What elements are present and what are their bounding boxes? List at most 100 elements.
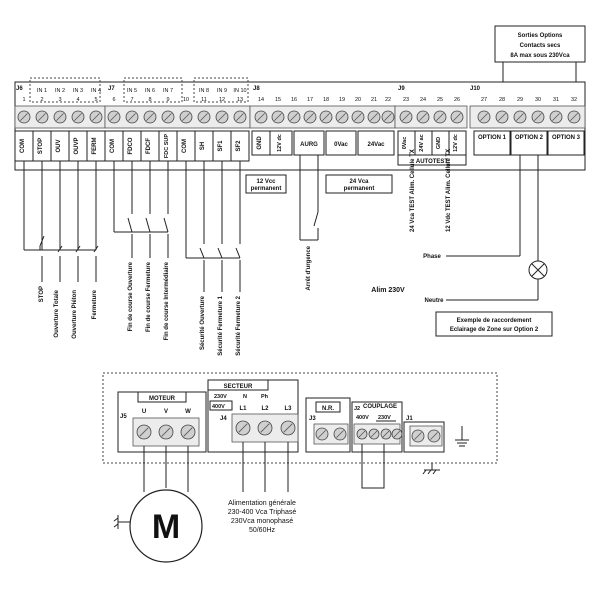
label-ouverture-totale: Ouverture Totale: [54, 289, 60, 337]
pin-number: 14: [258, 97, 264, 103]
j7-fdc-wiring: Fin de course Ouverture Fin de course Fe…: [113, 161, 170, 340]
power-12v-label-a: 12 Vcc: [256, 179, 276, 185]
pin-number: 12: [219, 97, 225, 103]
couplage-230v: 230V: [378, 415, 391, 421]
j7-label-sh: SH: [200, 142, 206, 150]
secteur-230v: 230V: [214, 394, 227, 400]
j8-label-24vac: 24Vac: [367, 142, 385, 148]
connector-j10: J10 OPTION 1 OPTION 2 OPTION 3: [469, 86, 586, 156]
secteur-block: SECTEUR 230V N Ph 400V L1 L2 L3 J4: [207, 379, 299, 453]
motor-symbol: M: [152, 508, 180, 546]
chassis-ground-icon: [422, 463, 440, 475]
arret-urgence-wiring: Arrêt d'urgence: [299, 155, 319, 290]
j8-id: J8: [253, 86, 260, 92]
pin-number: 21: [371, 97, 377, 103]
j6-label-ouv: OUV: [56, 139, 62, 152]
power-12v-label-b: permanent: [251, 186, 282, 192]
j8-screws: [254, 110, 395, 124]
j8-label-0vac: 0Vac: [334, 142, 348, 148]
j9-terminal-block: [394, 105, 468, 129]
j9-screws: [399, 110, 464, 124]
in-label: IN 6: [145, 88, 155, 94]
j7-labels: COM FDCO FDCF FDC SUP COM SH SF1 SF2: [104, 130, 250, 162]
moteur-block: MOTEUR J5 U V W: [117, 391, 207, 453]
label-fermeture: Fermeture: [92, 289, 98, 319]
pin-number: 29: [517, 97, 523, 103]
in-label: IN 1: [37, 88, 47, 94]
j8-labels: GND 12V dc AURG 0Vac 24Vac: [251, 130, 395, 156]
ground-icon: [455, 426, 469, 447]
j10-option-2: OPTION 2: [515, 135, 544, 141]
label-ouverture-pieton: Ouverture Piéton: [72, 290, 78, 339]
j10-option-3: OPTION 3: [552, 135, 581, 141]
j7-label-com: COM: [110, 139, 116, 153]
moteur-title: MOTEUR: [149, 396, 176, 402]
pin-number: 22: [385, 97, 391, 103]
pin-number: 25: [437, 97, 443, 103]
j9-label-gnd: GND: [436, 137, 442, 149]
j7-label-fdco: FDCO: [128, 137, 134, 154]
in-label: IN 7: [163, 88, 173, 94]
label-fdc-intermediaire: Fin de course Intermédiaire: [164, 261, 170, 340]
j6-label-ouvp: OUVP: [74, 137, 80, 154]
j6-screws: [17, 110, 103, 124]
label-fdc-ouverture: Fin de course Ouverture: [128, 261, 134, 331]
j7-in-frame-b: [193, 77, 249, 103]
securite-wiring: Sécurité Ouverture Sécurité Fermeture 1 …: [185, 161, 242, 356]
moteur-terminal-w: W: [185, 409, 191, 415]
moteur-terminal-v: V: [164, 409, 168, 415]
pin-number: 16: [291, 97, 297, 103]
j6-label-com: COM: [20, 139, 26, 153]
in-label: IN 4: [91, 88, 101, 94]
pin-number: 8: [148, 97, 151, 103]
in-label: IN 2: [55, 88, 65, 94]
pin-number: 6: [112, 97, 115, 103]
j7-label-fdc-sup: FDC SUP: [164, 134, 170, 158]
autotest-note-12v: 12 Vdc TEST Alim. Cellule TX: [446, 149, 452, 232]
label-securite-ouverture: Sécurité Ouverture: [200, 295, 206, 350]
j10-id: J10: [470, 86, 481, 92]
j5-screws: [136, 424, 196, 440]
j2-screws: [356, 428, 403, 440]
in-label: IN 8: [199, 88, 209, 94]
nr-title: N.R.: [322, 406, 334, 412]
j6-labels: COM STOP OUV OUVP FERM: [14, 130, 106, 162]
j8-label-gnd: GND: [257, 136, 263, 150]
connector-j6: J6 COM STOP OUV OUVP FERM: [14, 77, 106, 162]
j9-id: J9: [398, 86, 405, 92]
pin-number: 24: [420, 97, 426, 103]
example-box: Exemple de raccordement Eclairage de Zon…: [435, 311, 553, 337]
label-alim-230v: Alim 230V: [371, 287, 405, 294]
secteur-l3: L3: [284, 406, 292, 412]
j9-autotest-label: AUTOTEST: [416, 159, 449, 165]
pin-number: 19: [339, 97, 345, 103]
j1-id: J1: [406, 416, 413, 422]
alim-line-4: 50/60Hz: [249, 527, 276, 534]
pin-number: 5: [94, 97, 97, 103]
secteur-title: SECTEUR: [224, 384, 253, 390]
example-line-1: Exemple de raccordement: [457, 318, 532, 324]
j7-in-frame-a: [123, 77, 183, 103]
pin-number: 3: [58, 97, 61, 103]
j9-label-12vdc: 12V dc: [453, 134, 459, 152]
j9-label-0vac: 0Vac: [402, 137, 408, 150]
nr-id: J3: [309, 416, 316, 422]
j6-wiring: STOP Ouverture Totale Ouverture Piéton F…: [23, 161, 99, 339]
motor-wiring: M: [113, 446, 203, 563]
power-24v-label-a: 24 Vca: [349, 179, 369, 185]
motor-ground-icon: [113, 515, 130, 529]
in-label: IN 10: [233, 88, 246, 94]
options-header-box: [494, 25, 586, 63]
j4-screws: [235, 420, 296, 436]
pin-number: 7: [130, 97, 133, 103]
pin-number: 31: [553, 97, 559, 103]
j7-screws: [107, 110, 247, 124]
j10-option-1: OPTION 1: [478, 135, 507, 141]
contact-switches-j6: [39, 235, 99, 253]
pin-number: 10: [183, 97, 189, 103]
in-label: IN 9: [217, 88, 227, 94]
secteur-id: J4: [220, 416, 227, 422]
pin-number: 23: [403, 97, 409, 103]
j7-id: J7: [108, 86, 115, 92]
